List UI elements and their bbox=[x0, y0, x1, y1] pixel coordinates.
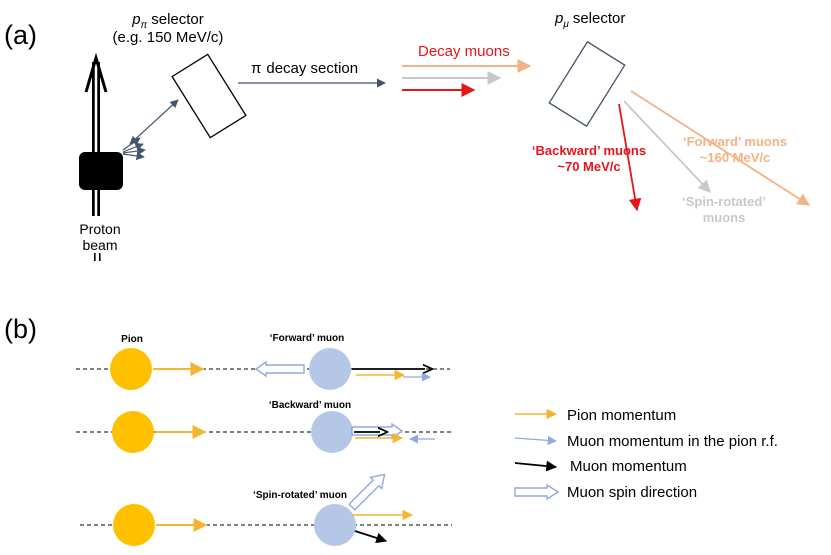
muon-spin-arrow-spin-rotated bbox=[348, 473, 386, 511]
backward-muon-label: ‘Backward’ muon bbox=[269, 400, 351, 411]
legend-muon-momentum-swatch bbox=[514, 460, 558, 472]
spin-rotated-muon-arrow bbox=[623, 100, 711, 193]
legend: Pion momentum Muon momentum in the pion … bbox=[514, 407, 778, 501]
panel-b-label: (b) bbox=[4, 314, 37, 344]
forward-muons-label-line1: ‘Forward’ muons bbox=[683, 134, 787, 149]
proton-beam-tail-mark bbox=[94, 253, 101, 261]
muon-circle-spin-rotated bbox=[314, 504, 356, 546]
legend-spin-label: Muon spin direction bbox=[567, 484, 697, 501]
legend-rf-momentum-label: Muon momentum in the pion r.f. bbox=[567, 433, 778, 450]
forward-muon-arrow bbox=[630, 90, 811, 206]
proton-beam-arrow bbox=[84, 52, 108, 216]
spin-rotated-muon-label: ‘Spin-rotated’ muon bbox=[253, 490, 347, 501]
backward-muon-arrow bbox=[618, 103, 642, 212]
target-to-selector-arrow bbox=[129, 99, 179, 145]
legend-spin-swatch bbox=[514, 483, 560, 501]
proton-beam-label-line1: Proton bbox=[79, 221, 120, 237]
ppi-selector-box bbox=[171, 53, 247, 139]
panel-a-label: (a) bbox=[4, 20, 37, 50]
backward-muons-label-line1: ‘Backward’ muons bbox=[532, 143, 646, 158]
muon-circle-forward bbox=[309, 348, 351, 390]
pmu-selector-box bbox=[548, 40, 626, 128]
spin-rotated-muons-label-line1: ‘Spin-rotated’ bbox=[682, 194, 766, 209]
legend-rf-momentum-swatch bbox=[514, 435, 557, 445]
forward-muons-label-line2: ~160 MeV/c bbox=[700, 150, 770, 165]
legend-pion-momentum-label: Pion momentum bbox=[567, 407, 676, 424]
ppi-selector-momentum: (e.g. 150 MeV/c) bbox=[113, 29, 224, 46]
forward-muon-label: ‘Forward’ muon bbox=[270, 333, 344, 344]
legend-muon-momentum-label: Muon momentum bbox=[570, 458, 687, 475]
muon-spin-arrow-backward bbox=[351, 422, 404, 440]
production-target bbox=[79, 152, 123, 190]
pion-circle-row3 bbox=[113, 504, 155, 546]
proton-beam-label-line2: beam bbox=[82, 237, 117, 253]
muon-circle-backward bbox=[311, 411, 353, 453]
pion-circle-row1 bbox=[110, 348, 152, 390]
muon-spin-arrow-forward bbox=[254, 360, 305, 378]
muon-momentum-arrow-spin-rotated bbox=[354, 530, 388, 544]
backward-muons-label-line2: ~70 MeV/c bbox=[557, 159, 620, 174]
spin-rotated-muons-label-line2: muons bbox=[703, 210, 746, 225]
pion-label: Pion bbox=[121, 334, 143, 345]
decay-muons-label: Decay muons bbox=[418, 43, 510, 60]
pion-circle-row2 bbox=[112, 411, 154, 453]
